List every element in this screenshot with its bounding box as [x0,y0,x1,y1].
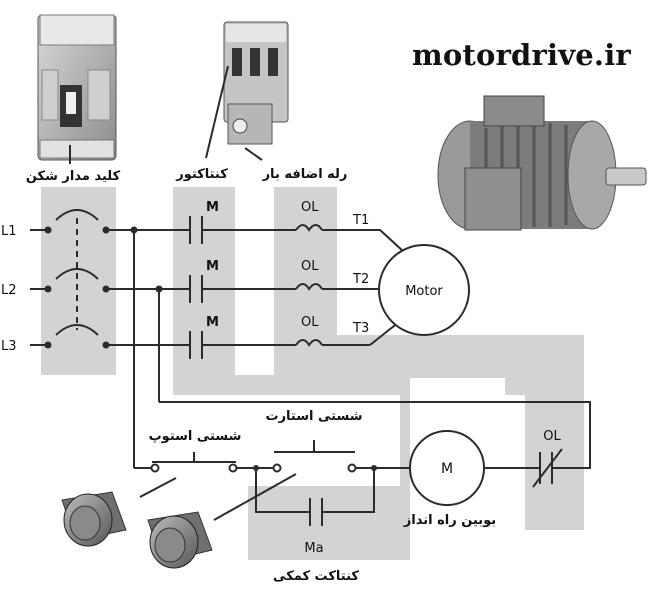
overload-label-1: OL [301,200,319,215]
brand-title: motordrive.ir [412,38,631,72]
breaker-label: کلید مدار شکن [26,169,121,184]
start-label: شستی استارت [266,409,363,424]
terminal-label-t2: T2 [352,272,369,287]
coil-symbol [409,430,485,506]
contactor-label: کنتاکتور [175,167,228,182]
motor-label: Motor [405,284,443,299]
contact-label-1: M [206,200,219,215]
contactor-path-panel [173,375,410,560]
line-label-l3: L3 [1,339,17,354]
stop-label: شستی استوپ [149,429,242,444]
pointer-lines [69,65,263,164]
motor-symbol [378,244,470,336]
overload-panel [274,187,337,357]
line-label-l2: L2 [1,283,17,298]
coil-letter: M [441,461,453,477]
stop-button-illustration [61,491,127,547]
terminal-dots [44,226,163,349]
overload-label: رله اضافه بار [262,167,348,182]
contactor-illustration [223,21,289,145]
terminal-label-t1: T1 [352,213,369,228]
panel-group [41,187,584,560]
control-wiring [134,440,575,526]
breaker-illustration [37,14,117,161]
control-terminals [150,463,357,473]
overload-label-3: OL [301,315,319,330]
control-junctions [253,465,377,471]
overload-label-2: OL [301,259,319,274]
start-button-illustration [147,511,213,569]
contact-label-2: M [206,259,219,274]
line-label-l1: L1 [1,224,17,239]
coil-label: بوبین راه انداز [403,513,496,528]
contactor-panel [173,187,235,395]
ol-contact-label: OL [543,429,561,444]
aux-letter: Ma [304,541,323,556]
motor-illustration [437,95,647,231]
terminal-label-t3: T3 [352,321,369,336]
contact-label-3: M [206,315,219,330]
aux-label: کنتاکت کمکی [273,569,359,584]
